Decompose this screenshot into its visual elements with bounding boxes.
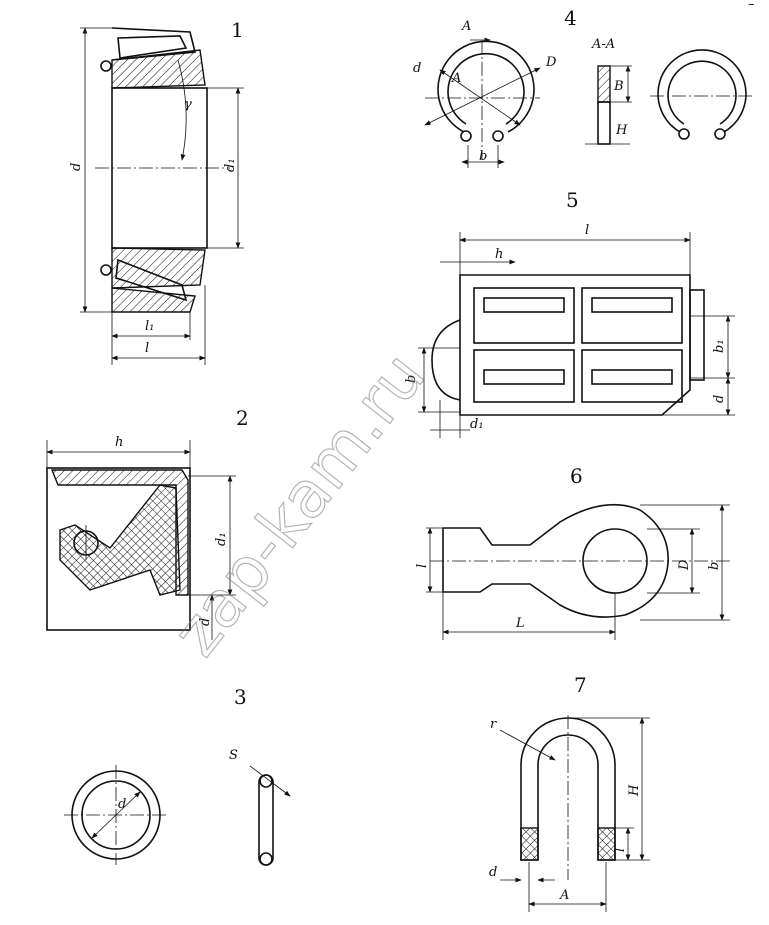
lamp-2	[591, 297, 673, 313]
label-l: l	[613, 848, 628, 852]
label-r: r	[490, 717, 497, 732]
ring-view-inner	[667, 60, 737, 125]
figure-number-3: 3	[234, 685, 247, 709]
thread-right	[597, 827, 616, 861]
angle-arc	[177, 59, 187, 161]
figure-4-retaining-ring: 4 A d A D b A-A B H	[413, 6, 752, 168]
label-l1: l₁	[145, 319, 154, 334]
lug-left	[460, 130, 472, 142]
figure-3-o-ring: 3 d S	[64, 685, 291, 866]
figure-number-5: 5	[566, 188, 579, 212]
block-lug	[431, 319, 461, 401]
label-s: S	[229, 748, 238, 763]
figure-number-1: 1	[231, 18, 244, 42]
figure-number-4: 4	[564, 6, 577, 30]
figure-6-eye-terminal: 6 l D b L	[415, 464, 730, 640]
thread-left	[520, 827, 539, 861]
label-D: D	[545, 55, 557, 70]
label-H: H	[615, 123, 628, 138]
dim-r	[499, 729, 556, 761]
ring-view-outer	[657, 49, 747, 133]
roller-cage-top	[111, 27, 197, 61]
ring-inner-arc	[447, 52, 525, 125]
roller-top	[117, 35, 188, 59]
label-b1: b₁	[712, 339, 727, 353]
figure-number-7: 7	[574, 673, 587, 697]
label-A: A	[559, 888, 569, 903]
label-b: b	[479, 149, 487, 164]
label-d: b	[404, 375, 419, 383]
lamp-1	[483, 297, 565, 313]
section-body	[597, 101, 611, 145]
watermark: zap-kam.ru	[159, 340, 440, 670]
section-top	[259, 774, 273, 788]
outer-ring-top	[111, 49, 206, 89]
label-gamma: γ	[184, 97, 192, 112]
outer-ring-bottom	[111, 287, 196, 313]
cell-bottom-left	[473, 349, 575, 403]
label-B: B	[613, 79, 624, 94]
label-d: d	[118, 797, 126, 812]
view-lug-left	[678, 128, 690, 140]
label-d: d	[198, 618, 213, 626]
label-A-top: A	[461, 19, 471, 34]
label-L: L	[515, 616, 525, 631]
seal-rubber	[59, 484, 181, 596]
terminal-body	[442, 503, 669, 618]
seal-case	[50, 469, 189, 596]
label-d: d	[413, 61, 421, 76]
inner-ring-bottom	[111, 247, 206, 289]
cell-bottom-right	[581, 349, 683, 403]
figure-number-6: 6	[570, 464, 583, 488]
roller-end-top	[100, 60, 112, 72]
figure-2-lip-seal: 2 h d₁ d	[46, 406, 249, 640]
dim-d	[439, 69, 521, 126]
label-section-AA: A-A	[591, 37, 615, 52]
lamp-4	[591, 369, 673, 385]
view-lug-right	[714, 128, 726, 140]
u-bolt-body	[520, 717, 616, 861]
lamp-3	[483, 369, 565, 385]
dim-s	[249, 765, 291, 797]
label-d1: d₁	[223, 158, 238, 172]
block-body	[459, 274, 691, 416]
cell-top-right	[581, 287, 683, 344]
figure-5-lamp-block: 5 l h b₁ d b d₁	[404, 188, 735, 438]
section-bottom	[259, 852, 273, 866]
label-d1: d₁	[214, 532, 229, 546]
label-d: d	[69, 163, 84, 171]
label-H: H	[627, 784, 642, 797]
dim-d	[91, 791, 141, 839]
section-hatch	[597, 65, 611, 103]
label-h: h	[115, 435, 123, 450]
label-b: b	[707, 562, 722, 570]
ring-outer-arc	[437, 40, 535, 133]
label-d: d	[489, 865, 497, 880]
seal-outline	[46, 467, 191, 631]
roller-end-bottom	[100, 264, 112, 276]
corner-mark: –	[748, 0, 755, 12]
label-b: d	[712, 395, 727, 403]
label-l: l	[145, 341, 149, 356]
ring-section	[258, 774, 274, 866]
dim-D	[424, 67, 541, 126]
label-d1: d₁	[470, 417, 484, 432]
label-h: h	[495, 247, 503, 262]
label-D: D	[677, 559, 692, 571]
figure-7-u-bolt: 7 r H l d A	[489, 673, 650, 912]
label-A: A	[451, 71, 461, 86]
side-tab	[689, 289, 705, 381]
figure-number-2: 2	[236, 406, 249, 430]
figure-1-tapered-roller-bearing: 1 d d₁ γ l₁ l	[69, 18, 244, 365]
lug-right	[492, 130, 504, 142]
label-l: l	[585, 223, 589, 238]
label-l: l	[415, 564, 430, 568]
cell-top-left	[473, 287, 575, 344]
